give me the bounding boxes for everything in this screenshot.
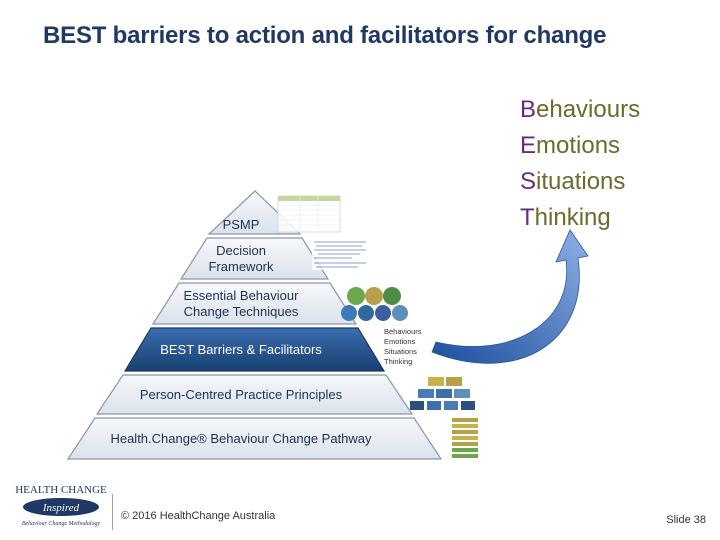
layer-label-techniques-line-2: Change Techniques	[183, 304, 299, 319]
layer-label-best: BEST Barriers & Facilitators	[160, 342, 322, 357]
mini-best-behaviours: Behaviours	[384, 327, 422, 336]
layer-label-framework-line-1: Decision	[216, 243, 266, 258]
mini-best-list: Behaviours Emotions Situations Thinking	[384, 327, 422, 367]
logo-line-2: Inspired	[42, 502, 80, 514]
framework-thumbnail	[312, 238, 370, 270]
pyramid-layer-techniques	[151, 282, 358, 325]
pyramid-layer-principles	[95, 374, 414, 415]
layer-label-pathway: Health.Change® Behaviour Change Pathway	[110, 431, 372, 446]
best-acronym-list: Behaviours Emotions Situations Thinking	[520, 92, 640, 236]
pyramid-layer-framework	[179, 237, 330, 280]
logo-line-1: HEALTH CHANGE	[15, 484, 107, 496]
pyramid-layer-pathway	[66, 417, 443, 460]
pyramid-layer-psmp	[207, 190, 302, 235]
mini-best-situations: Situations	[384, 347, 417, 356]
logo-line-3: Behaviour Change Methodology	[22, 521, 101, 527]
layer-label-framework-line-2: Framework	[208, 259, 274, 274]
slide-number: Slide 38	[666, 514, 706, 526]
techniques-thumbnail	[341, 287, 408, 321]
layer-label-framework: Decision Framework	[208, 243, 273, 275]
best-item-situations: Situations	[520, 168, 626, 195]
best-item-emotions: Emotions	[520, 132, 621, 159]
best-item-thinking: Thinking	[520, 204, 611, 231]
pathway-thumbnail	[452, 418, 478, 458]
healthchange-logo: HEALTH CHANGE Inspired Behaviour Change …	[15, 484, 107, 527]
curved-arrow-icon	[431, 229, 589, 364]
layer-label-techniques-line-1: Essential Behaviour	[183, 288, 299, 303]
slide-title: BEST barriers to action and facilitators…	[43, 22, 607, 49]
mini-best-thinking: Thinking	[384, 357, 413, 366]
layer-label-psmp: PSMP	[222, 217, 260, 232]
psmp-thumbnail	[277, 195, 341, 233]
mini-best-emotions: Emotions	[384, 337, 416, 346]
best-item-behaviours: Behaviours	[520, 96, 641, 123]
layer-label-techniques: Essential Behaviour Change Techniques	[184, 288, 299, 320]
principles-thumbnail	[410, 377, 475, 410]
pyramid-layer-best	[123, 327, 386, 372]
layer-label-principles: Person-Centred Practice Principles	[139, 387, 343, 402]
footer-copyright: © 2016 HealthChange Australia	[121, 510, 276, 522]
footer-divider	[112, 494, 643, 530]
